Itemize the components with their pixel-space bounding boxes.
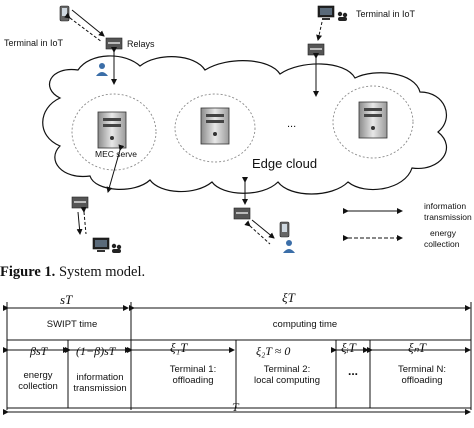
relay-icon-bottom-left	[71, 196, 89, 209]
xiNT-label: ξₙT	[408, 340, 426, 355]
figure-text: System model.	[55, 264, 146, 280]
terminalN-box: Terminal N: offloading	[374, 364, 470, 386]
system-model-diagram	[42, 5, 448, 253]
phone-icon-top-left	[59, 5, 70, 22]
mec-server-label: MEC serve	[95, 149, 138, 159]
computer-icon-top-right	[317, 5, 335, 20]
terminal-iot-right-label: Terminal in IoT	[356, 9, 416, 19]
figure-caption: Figure 1. System model.	[0, 264, 145, 281]
user-icon-bottom-right	[283, 240, 295, 253]
user-icon-left	[96, 63, 108, 76]
energy-collection-box: energy collection	[8, 370, 68, 392]
server-cloud-2	[174, 93, 256, 163]
phone-icon-bottom-right	[279, 221, 290, 238]
legend-energy-label-1: energy	[430, 228, 456, 238]
timeline-diagram	[3, 302, 472, 415]
energy-collection-line2: collection	[18, 381, 58, 392]
legend-info-label-2: transmission	[424, 212, 472, 222]
computer-icon-bottom-left	[92, 237, 110, 252]
info-transmission-line2: transmission	[73, 383, 127, 394]
beta-sT-label: βsT	[30, 344, 48, 358]
one-minus-beta-sT-label: (1−β)sT	[76, 344, 116, 358]
server-icon-2	[200, 107, 230, 145]
terminal2-line1: Terminal 2:	[263, 364, 311, 375]
people-icon-bottom-left	[111, 243, 122, 253]
terminal-dots: ...	[347, 364, 358, 378]
server-cloud-1	[71, 93, 157, 171]
info-transmission-box: information transmission	[69, 372, 131, 394]
terminal-iot-left-label: Terminal in IoT	[4, 38, 64, 48]
terminal1-box: Terminal 1: offloading	[150, 364, 236, 386]
mec-server-icon	[97, 111, 127, 149]
terminal2-box: Terminal 2: local computing	[238, 364, 336, 386]
legend-energy-label-2: collection	[424, 239, 460, 249]
relay-icon-top	[105, 37, 123, 50]
terminalN-line1: Terminal N:	[397, 364, 447, 375]
relay-icon-bottom-right	[233, 207, 251, 220]
edge-cloud-label: Edge cloud	[252, 156, 318, 171]
legend-info-label-1: information	[424, 201, 467, 211]
info-transmission-line1: information	[76, 372, 124, 383]
edge-cloud-shape	[42, 55, 448, 195]
server-icon-3	[358, 101, 388, 139]
swipt-time-label: SWIPT time	[46, 319, 98, 330]
relays-label: Relays	[127, 39, 155, 49]
server-cloud-3	[332, 85, 414, 159]
sT-label: sT	[60, 292, 73, 307]
terminal1-line1: Terminal 1:	[169, 364, 217, 375]
xiT-label: ξT	[282, 290, 295, 305]
computing-time-label: computing time	[272, 319, 338, 330]
terminal2-line2: local computing	[253, 375, 320, 386]
energy-collection-line1: energy	[23, 370, 53, 381]
xiiT-label: ξᵢT	[341, 340, 356, 355]
xi1T-label: ξ₁T	[170, 340, 188, 355]
T-label: T	[232, 400, 239, 414]
terminalN-line2: offloading	[401, 375, 443, 386]
people-icon-top-right	[337, 11, 348, 21]
relay-icon-top-right	[307, 43, 325, 56]
figure-label: Figure 1.	[0, 264, 56, 280]
servers-ellipsis: ...	[287, 118, 297, 130]
terminal1-line2: offloading	[172, 375, 214, 386]
xi2T-approx-label: ξ₂T ≈ 0	[256, 344, 291, 358]
